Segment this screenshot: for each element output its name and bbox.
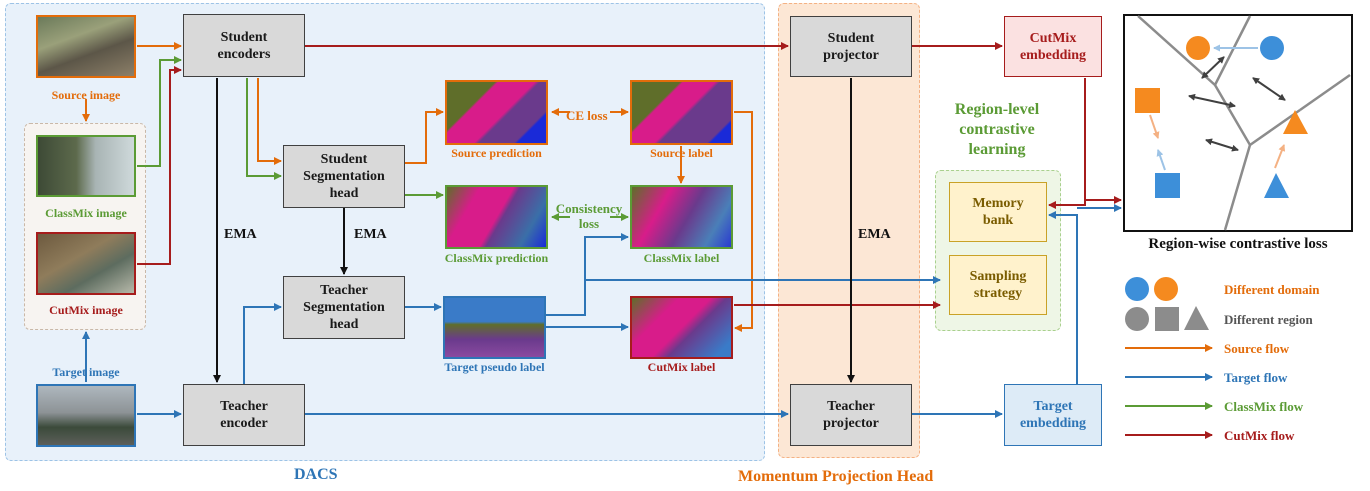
sampling-strategy-box: Sampling strategy [949, 255, 1047, 315]
ce-loss-label: CE loss [566, 108, 608, 123]
target-image [36, 384, 136, 447]
arrow-target-emb-to-memory [1048, 211, 1078, 384]
arrow-cutmix-emb-to-memory [1048, 78, 1086, 209]
region-level-title: Region-level contrastive learning [954, 101, 1040, 158]
blue-triangle-shape [1264, 173, 1289, 198]
cutmix-label-caption: CutMix label [647, 360, 716, 374]
target-pseudo-label-map [443, 296, 546, 359]
legend-target-flow: Target flow [1224, 370, 1288, 385]
legend-blue-circle [1125, 277, 1149, 301]
arrow-classmix-to-encoders [137, 56, 182, 167]
legend-gray-triangle [1184, 306, 1209, 330]
region-wise-loss-title: Region-wise contrastive loss [1148, 236, 1328, 252]
ema-label-projector: EMA [858, 227, 891, 242]
classmix-image [36, 135, 136, 197]
arrow-encoders-to-seg-head-green [246, 78, 282, 180]
legend-cutmix-flow: CutMix flow [1224, 428, 1295, 443]
orange-triangle-shape [1283, 110, 1308, 134]
classmix-image-caption: ClassMix image [45, 206, 127, 220]
teacher-segmentation-head-box: Teacher Segmentation head [283, 276, 405, 339]
orange-square-shape [1135, 88, 1160, 113]
dacs-title: DACS [294, 466, 338, 483]
arrow-cutmix-to-encoders [137, 66, 182, 265]
legend-orange-circle [1154, 277, 1178, 301]
legend-gray-square [1155, 307, 1179, 331]
legend-classmix-flow: ClassMix flow [1224, 399, 1304, 414]
student-segmentation-head-box: Student Segmentation head [283, 145, 405, 208]
teacher-encoder-box: Teacher encoder [183, 384, 305, 446]
cutmix-image [36, 232, 136, 295]
arrow-encoders-to-seg-head [257, 78, 282, 165]
arrow-pseudo-to-classmix-label [546, 233, 629, 316]
arrow-seg-head-to-source-pred [405, 108, 444, 164]
classmix-label-map [630, 185, 733, 249]
legend-different-region: Different region [1224, 312, 1313, 327]
arrow-teacher-encoder-to-teacher-seg [243, 303, 282, 384]
arrow-source-label-to-cutmix-label [734, 111, 753, 332]
target-pseudo-label-caption: Target pseudo label [444, 360, 545, 374]
legend-different-domain: Different domain [1224, 282, 1320, 297]
source-label-map [630, 80, 733, 145]
orange-circle-shape [1186, 36, 1210, 60]
source-image [36, 15, 136, 78]
momentum-title: Momentum Projection Head [738, 468, 934, 485]
source-prediction-map [445, 80, 548, 145]
teacher-projector-box: Teacher projector [790, 384, 912, 446]
student-encoders-box: Student encoders [183, 14, 305, 77]
pair-arrow-triangle [1274, 144, 1286, 169]
blue-square-shape [1155, 173, 1180, 198]
pair-arrow-square [1149, 114, 1160, 139]
pair-arrow-square-blue [1156, 149, 1166, 171]
memory-bank-box: Memory bank [949, 182, 1047, 242]
blue-circle-shape [1260, 36, 1284, 60]
source-image-caption: Source image [51, 88, 121, 102]
consistency-loss-label: Consistency loss [555, 201, 623, 231]
cutmix-image-caption: CutMix image [49, 303, 123, 317]
classmix-label-caption: ClassMix label [643, 251, 720, 265]
student-projector-box: Student projector [790, 16, 912, 77]
cutmix-label-map [630, 296, 733, 359]
ema-label-seg-head: EMA [354, 227, 387, 242]
ema-label-encoders: EMA [224, 227, 257, 242]
source-prediction-caption: Source prediction [451, 146, 542, 160]
legend-source-flow: Source flow [1224, 341, 1290, 356]
legend-gray-circle [1125, 307, 1149, 331]
classmix-prediction-caption: ClassMix prediction [444, 251, 549, 265]
cutmix-embedding-box: CutMix embedding [1004, 16, 1102, 77]
target-embedding-box: Target embedding [1004, 384, 1102, 446]
classmix-prediction-map [445, 185, 548, 249]
feature-space-arrows [1188, 56, 1286, 152]
